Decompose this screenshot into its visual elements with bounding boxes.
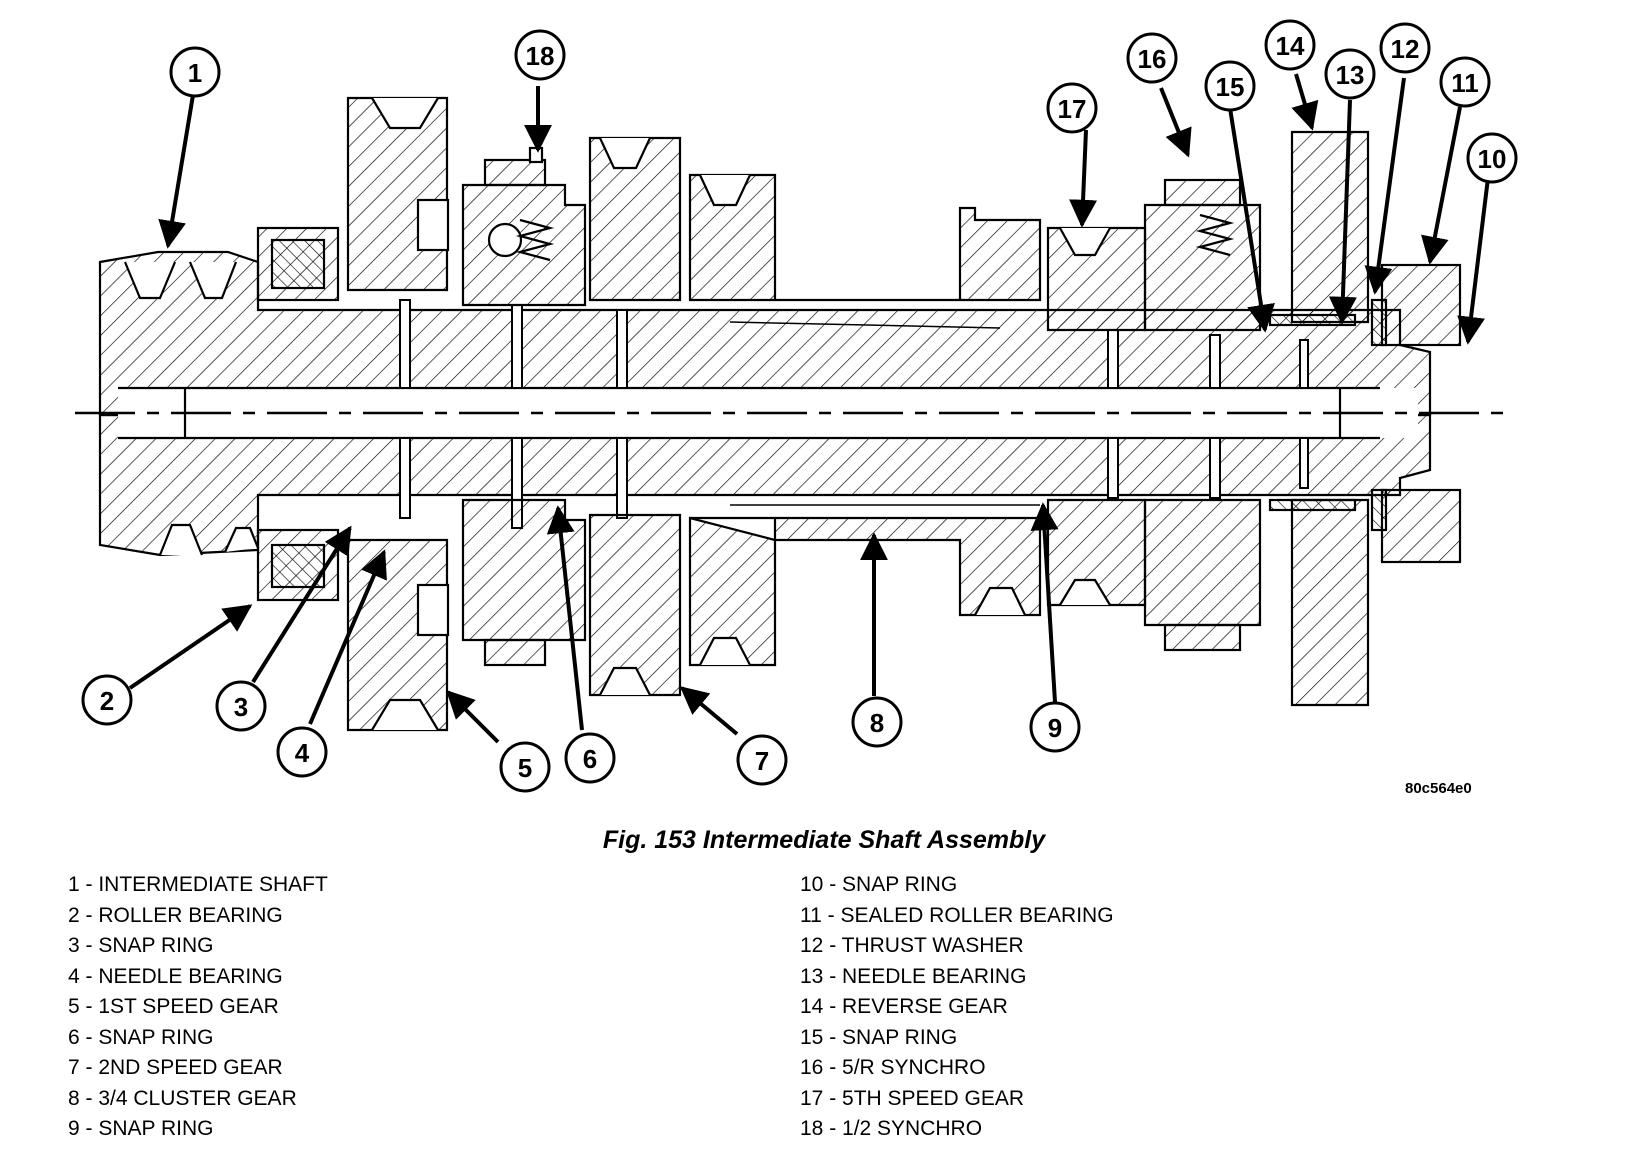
- legend-left-column: 1 - INTERMEDIATE SHAFT 2 - ROLLER BEARIN…: [68, 870, 328, 1145]
- callout-label-12: 12: [1391, 34, 1420, 64]
- callout-16: [1126, 32, 1178, 84]
- synchro-5-r: [1143, 178, 1262, 652]
- callout-label-15: 15: [1216, 72, 1245, 102]
- callout-17: [1046, 82, 1098, 134]
- legend-item: 9 - SNAP RING: [68, 1117, 214, 1140]
- legend-item: 13 - NEEDLE BEARING: [800, 964, 1027, 988]
- legend-item: 5 - 1ST SPEED GEAR: [68, 995, 279, 1018]
- legend-item: 17 - 5TH SPEED GEAR: [800, 1086, 1025, 1110]
- callout-5: [499, 741, 551, 793]
- figure-code: 80c564e0: [1405, 780, 1472, 797]
- callout-8: [851, 696, 903, 748]
- callout-3: [215, 680, 267, 732]
- callout-label-18: 18: [526, 41, 555, 71]
- callout-11: [1439, 56, 1491, 108]
- legend-right-column: 10 - SNAP RING 11 - SEALED ROLLER BEARIN…: [800, 870, 1114, 1145]
- fifth-speed-gear: [1046, 226, 1147, 607]
- callout-label-13: 13: [1336, 60, 1365, 90]
- legend-item: 12 - THRUST WASHER: [800, 934, 1024, 957]
- legend-item: 6 - SNAP RING: [68, 1025, 214, 1049]
- callout-4: [276, 726, 328, 778]
- legend-item: 14 - REVERSE GEAR: [800, 995, 1008, 1018]
- cluster-gear-3-4: [688, 173, 1042, 667]
- legend-item: 16 - 5/R SYNCHRO: [800, 1056, 986, 1079]
- callout-label-7: 7: [755, 746, 769, 776]
- legend-item: 8 - 3/4 CLUSTER GEAR: [68, 1086, 297, 1110]
- shaft-assembly-diagram: 1 2 3 4 5 6 7 8 9 10 11 12 13 14 15 16 1…: [75, 19, 1518, 793]
- callout-9: [1029, 701, 1081, 753]
- callout-label-11: 11: [1451, 68, 1479, 98]
- callout-label-9: 9: [1048, 713, 1062, 743]
- second-speed-gear: [588, 136, 682, 697]
- callout-label-14: 14: [1276, 31, 1305, 61]
- callout-18: [514, 29, 566, 81]
- callout-label-10: 10: [1478, 144, 1507, 174]
- callout-14: [1264, 19, 1316, 71]
- callout-7: [736, 734, 788, 786]
- callout-label-1: 1: [188, 58, 202, 88]
- legend-item: 7 - 2ND SPEED GEAR: [68, 1056, 283, 1079]
- callout-label-16: 16: [1138, 44, 1167, 74]
- legend-item: 2 - ROLLER BEARING: [68, 903, 283, 927]
- callout-label-2: 2: [100, 686, 114, 716]
- callout-13: [1324, 48, 1376, 100]
- callout-12: [1379, 22, 1431, 74]
- callout-labels: 1 2 3 4 5 6 7 8 9 10 11 12 13 14 15 16 1…: [100, 31, 1507, 783]
- callout-label-8: 8: [870, 708, 884, 738]
- legend-item: 18 - 1/2 SYNCHRO: [800, 1117, 983, 1140]
- synchro-1-2: [461, 146, 587, 667]
- callout-label-4: 4: [295, 738, 310, 768]
- first-speed-gear: [346, 96, 450, 732]
- callout-leaders: [128, 73, 1490, 744]
- legend-item: 1 - INTERMEDIATE SHAFT: [68, 873, 328, 896]
- callout-1: [169, 46, 221, 98]
- figure-caption: Fig. 153 Intermediate Shaft Assembly: [602, 826, 1046, 854]
- legend-item: 3 - SNAP RING: [68, 934, 214, 957]
- legend-item: 10 - SNAP RING: [800, 873, 958, 896]
- callout-6: [564, 732, 616, 784]
- sealed-roller-bearing: [1370, 263, 1462, 564]
- callout-15: [1204, 60, 1256, 112]
- callout-label-6: 6: [583, 744, 597, 774]
- callout-2: [81, 674, 133, 726]
- intermediate-shaft: [75, 250, 1510, 557]
- legend-item: 11 - SEALED ROLLER BEARING: [800, 903, 1114, 927]
- callout-label-3: 3: [234, 692, 248, 722]
- callout-label-5: 5: [518, 753, 532, 783]
- callout-10: [1466, 132, 1518, 184]
- callout-circles: [81, 19, 1518, 793]
- legend-item: 4 - NEEDLE BEARING: [68, 964, 283, 988]
- legend-item: 15 - SNAP RING: [800, 1025, 958, 1049]
- callout-label-17: 17: [1058, 94, 1087, 124]
